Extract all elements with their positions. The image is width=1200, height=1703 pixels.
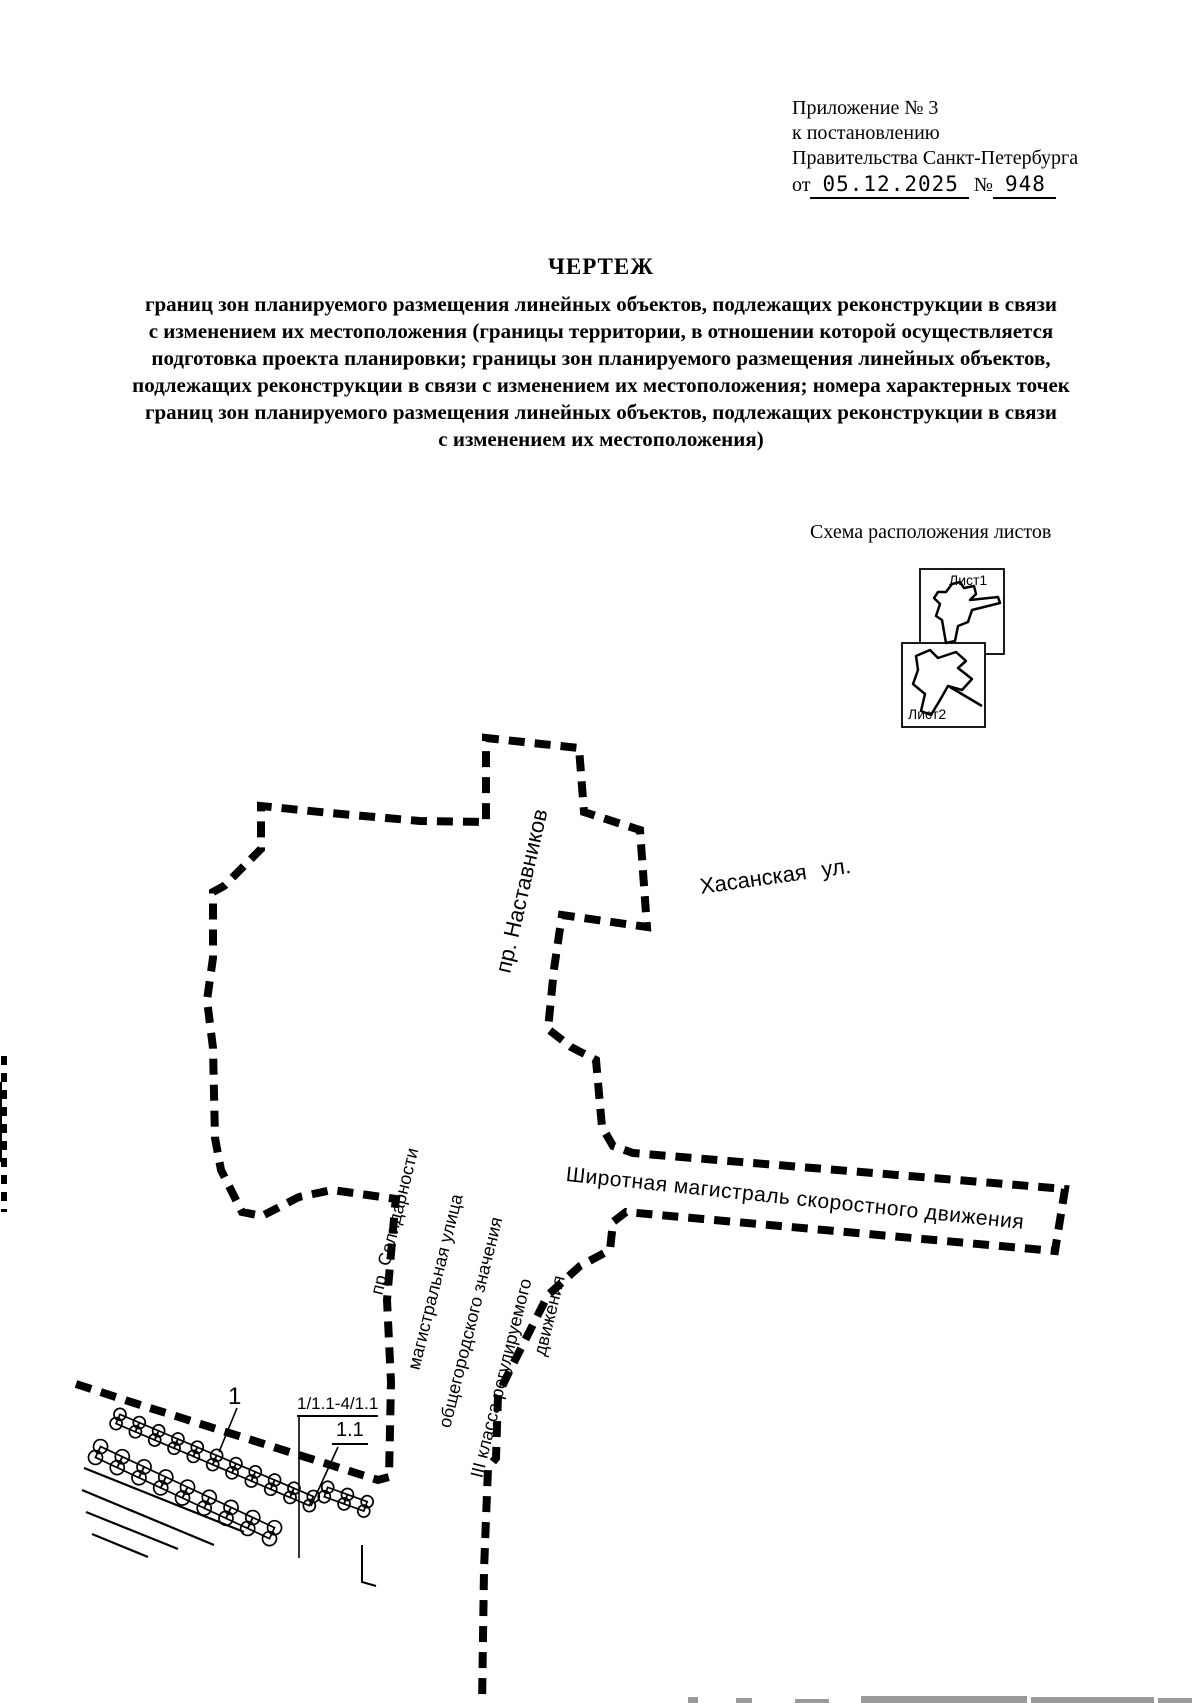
date-prefix: от xyxy=(792,174,811,196)
bottom-edge-artifacts xyxy=(688,1696,1192,1703)
point-chain-row-3 xyxy=(315,1478,375,1518)
title-line-5: границ зон планируемого размещения линей… xyxy=(144,400,1058,424)
number-value: 948 xyxy=(1005,172,1046,196)
title-line-1: границ зон планируемого размещения линей… xyxy=(144,292,1058,316)
point-chain-row-2 xyxy=(85,1436,283,1547)
number-sign: № xyxy=(973,174,994,196)
sheet1-label: Лист1 xyxy=(949,572,988,588)
appendix-date-number-line: от 05.12.2025 № 948 xyxy=(792,172,1078,199)
appendix-to: к постановлению xyxy=(792,122,940,144)
sheet2-label: Лист2 xyxy=(908,706,947,722)
sheet2-territory-arm xyxy=(949,685,983,708)
zone-number-label: 1 xyxy=(228,1383,242,1410)
date-field: 05.12.2025 xyxy=(810,172,969,199)
appendix-header: Приложение № 3 к постановлению Правитель… xyxy=(792,96,1078,199)
title-line-2: с изменением их местоположения (границы … xyxy=(148,319,1054,343)
sheet2-territory-outline xyxy=(911,648,974,717)
title-line-6: с изменением их местоположения) xyxy=(438,427,764,451)
title-line-4: подлежащих реконструкции в связи с измен… xyxy=(132,373,1070,397)
points-range-label: 1/1.1-4/1.1 xyxy=(297,1394,379,1417)
title-line-3: подготовка проекта планировки; границы з… xyxy=(151,346,1051,370)
drawing-title: ЧЕРТЕЖ xyxy=(548,254,654,279)
appendix-government: Правительства Санкт-Петербурга xyxy=(792,147,1079,169)
hatch-lines xyxy=(81,1466,245,1559)
sheet1-territory-outline xyxy=(932,580,1002,645)
title-block: ЧЕРТЕЖ границ зон планируемого размещени… xyxy=(58,254,1144,453)
date-value: 05.12.2025 xyxy=(822,172,959,196)
leader-zone-1-1 xyxy=(310,1446,339,1507)
corner-mark xyxy=(361,1545,377,1587)
zone-boundary-path xyxy=(74,733,1070,1703)
zone-sub-number-label: 1.1 xyxy=(332,1419,368,1445)
number-field: 948 xyxy=(993,172,1056,199)
point-chain-row-1 xyxy=(107,1405,321,1513)
sheet-scheme-caption: Схема расположения листов xyxy=(810,521,1052,543)
appendix-number: Приложение № 3 xyxy=(792,97,939,119)
leader-zone-1 xyxy=(218,1407,238,1453)
